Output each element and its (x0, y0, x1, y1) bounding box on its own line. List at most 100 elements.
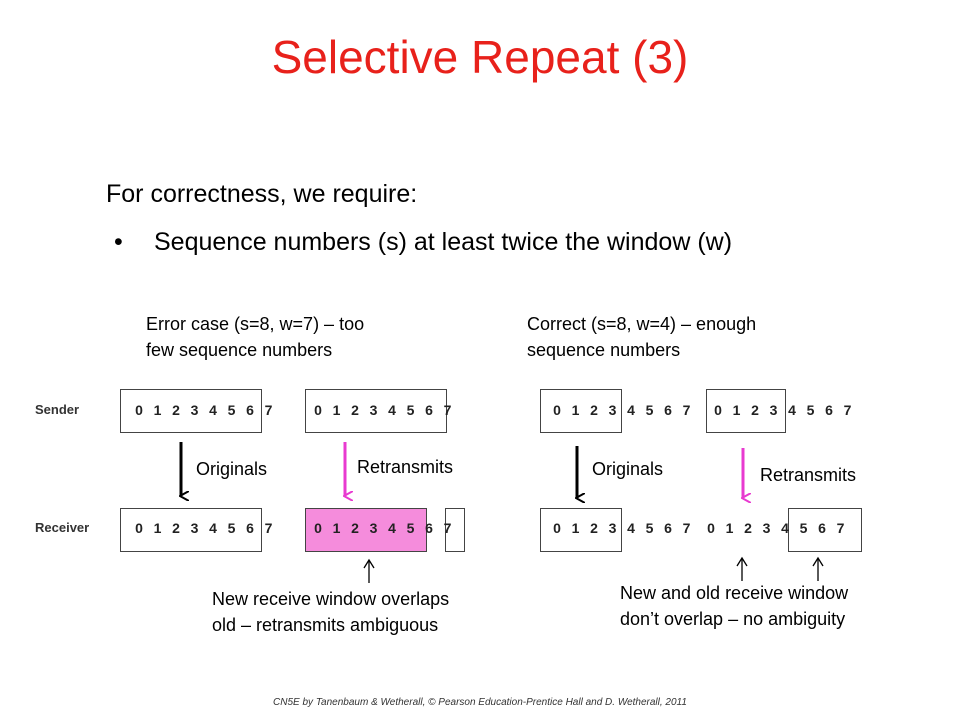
right-receiver2-seq-5: 5 (799, 520, 808, 536)
sender-row-label: Sender (35, 402, 80, 417)
right-receiver2-seq-3: 3 (762, 520, 771, 536)
left-sender-seq-7: 7 (264, 402, 273, 418)
right-sender-seq-2: 2 (590, 402, 598, 418)
right-originals-label: Originals (592, 459, 664, 479)
left-note-line2: old – retransmits ambiguous (212, 615, 439, 635)
left-receiver-seq-2: 2 (172, 520, 180, 536)
left-receiver-seq-5: 5 (227, 520, 236, 536)
bullet-text: Sequence numbers (s) at least twice the … (154, 228, 733, 256)
right-caption-line2: sequence numbers (527, 340, 681, 360)
left-sender-seq-5: 5 (227, 402, 236, 418)
left-sender-seq-1: 1 (153, 402, 162, 418)
right-note-line1: New and old receive window (620, 583, 849, 603)
left-sender2-seq-3: 3 (369, 402, 378, 418)
right-receiver-window-old (540, 508, 622, 552)
right-receiver2-seq-4: 4 (781, 520, 789, 536)
right-receiver-seq-1: 1 (571, 520, 580, 536)
left-receiver2-seq-4: 4 (388, 520, 396, 536)
right-case-caption: Correct (s=8, w=4) – enough sequence num… (527, 311, 847, 363)
left-sender-window-2 (305, 389, 447, 433)
right-receiver-seq-5: 5 (645, 520, 654, 536)
left-receiver-seq-4: 4 (209, 520, 217, 536)
right-receiver-seq-3: 3 (608, 520, 617, 536)
right-receiver2-seq-6: 6 (818, 520, 826, 536)
left-sender-seq-0: 0 (135, 402, 143, 418)
left-receiver2-seq-0: 0 (314, 520, 322, 536)
left-sender2-seq-4: 4 (388, 402, 396, 418)
left-retransmits-label: Retransmits (357, 457, 454, 477)
right-receiver-seq-2: 2 (590, 520, 598, 536)
left-sender2-seq-0: 0 (314, 402, 322, 418)
left-receiver2-seq-2: 2 (351, 520, 359, 536)
left-caption-line2: few sequence numbers (146, 340, 333, 360)
right-sender2-seq-7: 7 (843, 402, 852, 418)
right-sender-window-1 (540, 389, 622, 433)
right-receiver2-seq-1: 1 (725, 520, 734, 536)
right-receiver-seq-7: 7 (682, 520, 691, 536)
left-pointer-arrow (363, 558, 375, 583)
left-receiver2-seq-3: 3 (369, 520, 378, 536)
right-pointer-arrow-2 (812, 556, 824, 581)
right-retransmits-label: Retransmits (760, 465, 857, 485)
bullet-marker: • (114, 228, 123, 256)
right-sender2-seq-5: 5 (806, 402, 815, 418)
right-sender2-seq-0: 0 (714, 402, 722, 418)
left-sender-seq-4: 4 (209, 402, 217, 418)
left-note-line1: New receive window overlaps (212, 589, 450, 609)
left-sender2-seq-7: 7 (443, 402, 452, 418)
left-receiver-window-old (120, 508, 262, 552)
left-receiver-seq-3: 3 (190, 520, 199, 536)
right-sender2-seq-3: 3 (769, 402, 778, 418)
right-sender-seq-3: 3 (608, 402, 617, 418)
right-pointer-arrow-1 (736, 556, 748, 581)
right-note: New and old receive window don’t overlap… (620, 580, 848, 632)
right-sender2-seq-6: 6 (825, 402, 833, 418)
left-receiver2-seq-5: 5 (406, 520, 415, 536)
left-sender-seq-6: 6 (246, 402, 254, 418)
left-case-caption: Error case (s=8, w=7) – too few sequence… (146, 311, 466, 363)
right-sender-seq-6: 6 (664, 402, 672, 418)
receiver-row-label: Receiver (35, 520, 90, 535)
right-sender-window-2 (706, 389, 786, 433)
left-receiver2-seq-1: 1 (332, 520, 341, 536)
left-receiver-seq-1: 1 (153, 520, 162, 536)
left-sender2-seq-5: 5 (406, 402, 415, 418)
left-sender-seq-3: 3 (190, 402, 199, 418)
right-receiver-seq-6: 6 (664, 520, 672, 536)
left-receiver-seq-6: 6 (246, 520, 254, 536)
right-sender-seq-0: 0 (553, 402, 561, 418)
left-receiver-window-new (305, 508, 427, 552)
right-receiver-window-new (788, 508, 862, 552)
footer-credit: CN5E by Tanenbaum & Wetherall, © Pearson… (273, 697, 687, 708)
right-receiver-seq-0: 0 (553, 520, 561, 536)
left-sender2-seq-1: 1 (332, 402, 341, 418)
left-sender-window-1 (120, 389, 262, 433)
right-receiver2-seq-7: 7 (836, 520, 845, 536)
right-sender2-seq-4: 4 (788, 402, 796, 418)
right-receiver2-seq-0: 0 (707, 520, 715, 536)
right-sender2-seq-2: 2 (751, 402, 759, 418)
right-receiver2-seq-2: 2 (744, 520, 752, 536)
left-receiver-seq-0: 0 (135, 520, 143, 536)
left-receiver2-seq-6: 6 (425, 520, 433, 536)
right-sender-seq-5: 5 (645, 402, 654, 418)
left-sender-seq-2: 2 (172, 402, 180, 418)
left-sender2-seq-6: 6 (425, 402, 433, 418)
intro-text: For correctness, we require: (106, 180, 418, 208)
left-sender2-seq-2: 2 (351, 402, 359, 418)
left-originals-label: Originals (196, 459, 268, 479)
left-caption-line1: Error case (s=8, w=7) – too (146, 314, 365, 334)
left-receiver-window-tail (445, 508, 465, 552)
left-receiver2-seq-7: 7 (443, 520, 452, 536)
right-sender2-seq-1: 1 (732, 402, 741, 418)
right-caption-line1: Correct (s=8, w=4) – enough (527, 314, 757, 334)
right-receiver-seq-4: 4 (627, 520, 635, 536)
left-receiver-seq-7: 7 (264, 520, 273, 536)
slide-title: Selective Repeat (3) (271, 31, 689, 83)
right-note-line2: don’t overlap – no ambiguity (620, 609, 846, 629)
left-note: New receive window overlaps old – retran… (212, 586, 449, 638)
right-sender-seq-1: 1 (571, 402, 580, 418)
right-sender-seq-7: 7 (682, 402, 691, 418)
right-sender-seq-4: 4 (627, 402, 635, 418)
